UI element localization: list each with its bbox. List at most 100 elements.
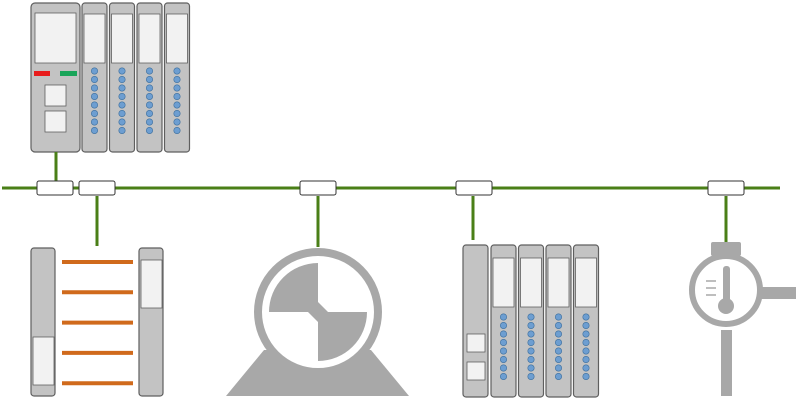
- cpu-port-lower: [44, 110, 67, 133]
- io-module-label-area: [575, 257, 597, 308]
- io-status-led: [173, 93, 181, 101]
- io-status-led: [582, 330, 590, 338]
- io-status-led: [554, 355, 562, 363]
- coupler-port-lower: [466, 361, 486, 381]
- io-status-led: [527, 355, 535, 363]
- cpu-port-upper: [44, 84, 67, 107]
- io-status-led: [146, 67, 154, 75]
- coupler-port-upper: [466, 333, 486, 353]
- io-status-led: [173, 84, 181, 92]
- io-status-led: [499, 372, 507, 380]
- gauge-side-arm: [758, 287, 796, 299]
- coupler-module: [462, 244, 489, 398]
- io-status-led: [146, 127, 154, 135]
- io-status-led: [527, 364, 535, 372]
- io-status-led: [499, 364, 507, 372]
- io-status-led: [118, 127, 126, 135]
- plc-rack-icon: [30, 2, 191, 153]
- io-status-led: [118, 110, 126, 118]
- io-module-label-area: [520, 257, 542, 308]
- status-led-green: [60, 71, 77, 76]
- io-module-label-area: [166, 13, 188, 64]
- io-status-led: [146, 84, 154, 92]
- io-status-led: [582, 372, 590, 380]
- io-status-led: [146, 76, 154, 84]
- io-status-led: [527, 313, 535, 321]
- thermometer-tube: [723, 266, 730, 302]
- bus-tap-connector-icon: [36, 180, 74, 196]
- io-status-led: [527, 338, 535, 346]
- io-status-led: [554, 372, 562, 380]
- remote-io-modules: [490, 244, 600, 398]
- io-status-led: [118, 84, 126, 92]
- io-status-led: [146, 93, 154, 101]
- fan-motor-icon: [226, 248, 409, 396]
- fan-hub: [308, 302, 328, 322]
- io-module-label-area: [138, 13, 161, 64]
- bus-tap-connector-icon: [455, 180, 493, 196]
- plc-io-modules: [81, 2, 191, 153]
- io-status-led: [582, 321, 590, 329]
- io-status-led: [118, 118, 126, 126]
- io-status-led: [527, 347, 535, 355]
- thermometer-gauge-icon: [689, 242, 796, 396]
- io-module-label-area: [492, 257, 515, 308]
- io-status-led: [554, 330, 562, 338]
- io-status-led: [582, 347, 590, 355]
- bus-tap-connector-icon: [78, 180, 116, 196]
- io-module-label-area: [83, 13, 106, 64]
- remote-io-rack-icon: [462, 244, 600, 398]
- gauge-stem: [721, 330, 732, 396]
- conveyor-right-window: [140, 259, 163, 309]
- bus-tap-connector-icon: [707, 180, 745, 196]
- io-status-led: [118, 76, 126, 84]
- io-status-led: [554, 364, 562, 372]
- conveyor-left-window: [32, 336, 55, 386]
- io-module-label-area: [547, 257, 570, 308]
- conveyor-rollers: [62, 260, 133, 386]
- io-status-led: [582, 338, 590, 346]
- io-status-led: [582, 364, 590, 372]
- io-status-led: [91, 110, 99, 118]
- io-status-led: [91, 127, 99, 135]
- io-status-led: [173, 67, 181, 75]
- io-status-led: [527, 321, 535, 329]
- io-status-led: [499, 338, 507, 346]
- io-status-led: [527, 372, 535, 380]
- io-status-led: [91, 84, 99, 92]
- io-status-led: [554, 338, 562, 346]
- io-status-led: [91, 67, 99, 75]
- io-status-led: [499, 347, 507, 355]
- io-status-led: [146, 118, 154, 126]
- io-status-led: [91, 118, 99, 126]
- io-status-led: [173, 118, 181, 126]
- cpu-display: [34, 12, 77, 64]
- io-status-led: [91, 93, 99, 101]
- io-status-led: [499, 313, 507, 321]
- io-status-led: [173, 76, 181, 84]
- gauge-top-mount: [711, 242, 741, 256]
- roller-conveyor-icon: [30, 247, 164, 397]
- io-status-led: [499, 321, 507, 329]
- io-status-led: [118, 101, 126, 109]
- bus-tap-connector-icon: [299, 180, 337, 196]
- io-status-led: [173, 101, 181, 109]
- io-status-led: [554, 321, 562, 329]
- io-status-led: [554, 313, 562, 321]
- bus-taps: [36, 180, 745, 196]
- io-status-led: [582, 313, 590, 321]
- io-status-led: [173, 110, 181, 118]
- io-status-led: [146, 101, 154, 109]
- fan-blade-upper-left: [269, 263, 318, 312]
- thermometer-bulb: [718, 298, 734, 314]
- io-status-led: [499, 330, 507, 338]
- io-status-led: [554, 347, 562, 355]
- io-status-led: [118, 67, 126, 75]
- io-status-led: [582, 355, 590, 363]
- io-module-label-area: [111, 13, 133, 64]
- io-status-led: [146, 110, 154, 118]
- io-status-led: [173, 127, 181, 135]
- io-status-led: [91, 76, 99, 84]
